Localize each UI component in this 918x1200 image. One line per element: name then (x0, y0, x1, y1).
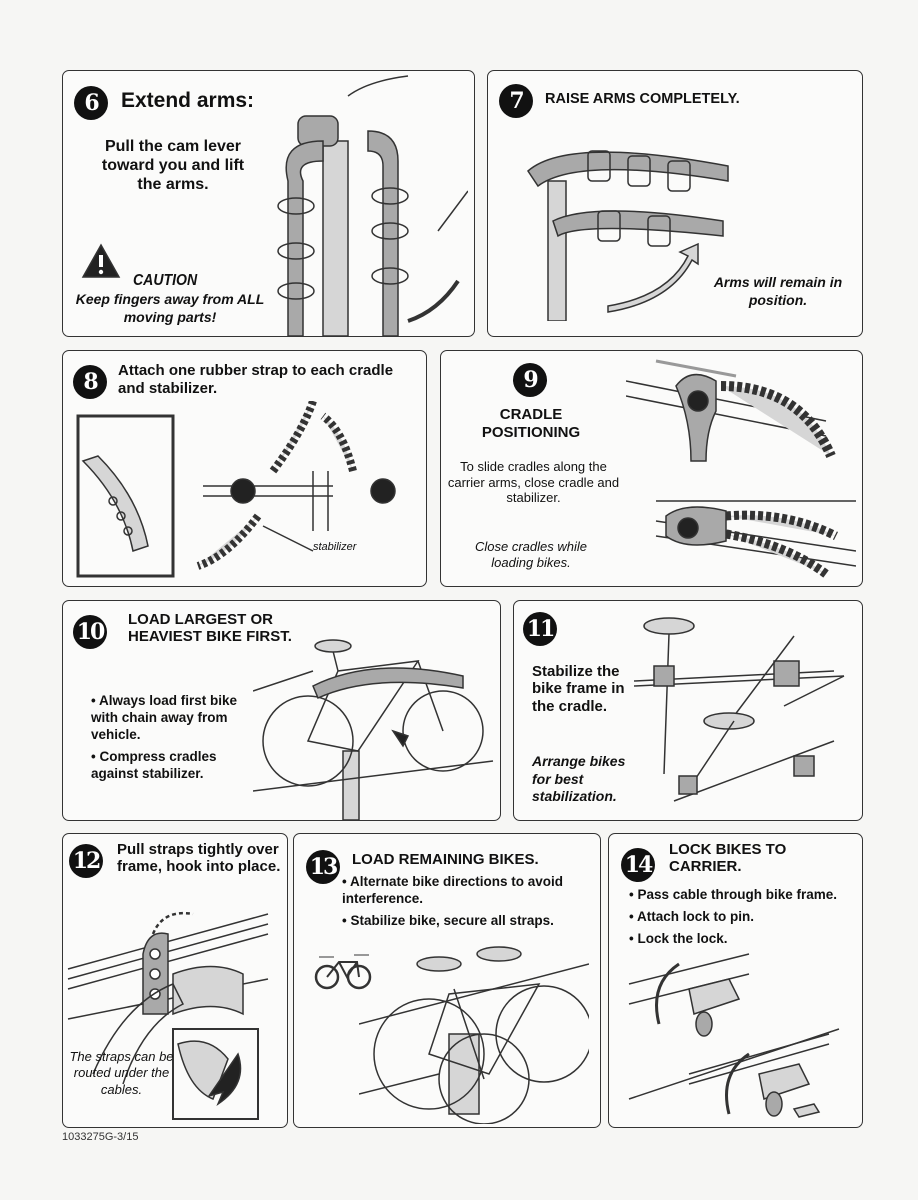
stabilize-frame-illustration (634, 617, 845, 802)
step-note: Close cradles while loading bikes. (475, 539, 587, 571)
step-6-panel: 6 Extend arms: Pull the cam lever toward… (62, 70, 475, 337)
step-10-panel: 10 LOAD LARGEST OR HEAVIEST BIKE FIRST. … (62, 600, 501, 821)
step-number: 13 (306, 850, 340, 884)
bullet-item: • Alternate bike directions to avoid int… (342, 874, 564, 906)
step-title: LOAD REMAINING BIKES. (352, 851, 539, 868)
step-title: LOAD LARGEST OR HEAVIEST BIKE FIRST. (128, 611, 292, 646)
step-text: Pull the cam lever toward you and lift t… (101, 138, 245, 194)
step-number: 10 (73, 615, 107, 649)
step-title: CRADLE POSITIONING (481, 406, 581, 441)
step-bullets: • Alternate bike directions to avoid int… (342, 874, 592, 935)
strap-attachment-illustration (76, 401, 396, 578)
step-title: Extend arms: (121, 89, 255, 112)
step-title: RAISE ARMS COMPLETELY. (545, 91, 740, 107)
step-number: 6 (74, 86, 108, 120)
bullet-item: • Lock the lock. (629, 930, 728, 946)
step-7-panel: 7 RAISE ARMS COMPLETELY. Arms will remai… (487, 70, 863, 337)
strap-hook-illustration (67, 911, 269, 1120)
step-number: 11 (523, 612, 557, 646)
stabilizer-label: stabilizer (313, 541, 357, 553)
caution-title: CAUTION (133, 272, 198, 289)
step-12-panel: 12 Pull straps tightly over frame, hook … (62, 833, 288, 1128)
step-note: The straps can be routed under the cable… (69, 1049, 174, 1097)
step-note: Arrange bikes for best stabilization. (532, 753, 626, 804)
raised-arms-illustration (527, 150, 729, 321)
alternate-direction-bike-icon (314, 954, 372, 990)
step-number: 8 (73, 365, 107, 399)
step-number: 12 (69, 844, 103, 878)
bullet-item: • Always load first bike with chain away… (91, 693, 238, 742)
step-bullets: • Pass cable through bike frame. • Attac… (629, 887, 862, 953)
step-13-panel: 13 LOAD REMAINING BIKES. • Alternate bik… (293, 833, 601, 1128)
bullet-item: • Pass cable through bike frame. (629, 887, 838, 902)
load-bike-illustration (253, 639, 494, 820)
step-text: To slide cradles along the carrier arms,… (447, 459, 620, 506)
step-note: Arms will remain in position. (713, 274, 843, 308)
carrier-arms-illustration (277, 75, 468, 336)
multiple-bikes-loaded-illustration (359, 946, 589, 1124)
step-number: 9 (513, 363, 547, 397)
document-code: 1033275G-3/15 (62, 1131, 139, 1143)
warning-icon (81, 243, 121, 278)
step-number: 7 (499, 84, 533, 118)
cradle-positioning-illustration (626, 359, 856, 578)
step-14-panel: 14 LOCK BIKES TO CARRIER. • Pass cable t… (608, 833, 863, 1128)
bullet-item: • Stabilize bike, secure all straps. (342, 912, 554, 928)
step-bullets: • Always load first bike with chain away… (91, 693, 251, 787)
cable-lock-illustration (628, 953, 840, 1118)
caution-text: Keep fingers away from ALL moving parts! (75, 291, 265, 325)
step-title: LOCK BIKES TO CARRIER. (669, 841, 787, 876)
step-title: Attach one rubber strap to each cradle a… (118, 362, 394, 397)
step-9-panel: 9 CRADLE POSITIONING To slide cradles al… (440, 350, 863, 587)
step-title: Stabilize the bike frame in the cradle. (532, 663, 625, 715)
bullet-item: • Compress cradles against stabilizer. (91, 748, 217, 781)
step-11-panel: 11 Stabilize the bike frame in the cradl… (513, 600, 863, 821)
bullet-item: • Attach lock to pin. (629, 908, 754, 924)
step-title: Pull straps tightly over frame, hook int… (117, 841, 281, 875)
step-number: 14 (621, 848, 655, 882)
step-8-panel: 8 Attach one rubber strap to each cradle… (62, 350, 427, 587)
